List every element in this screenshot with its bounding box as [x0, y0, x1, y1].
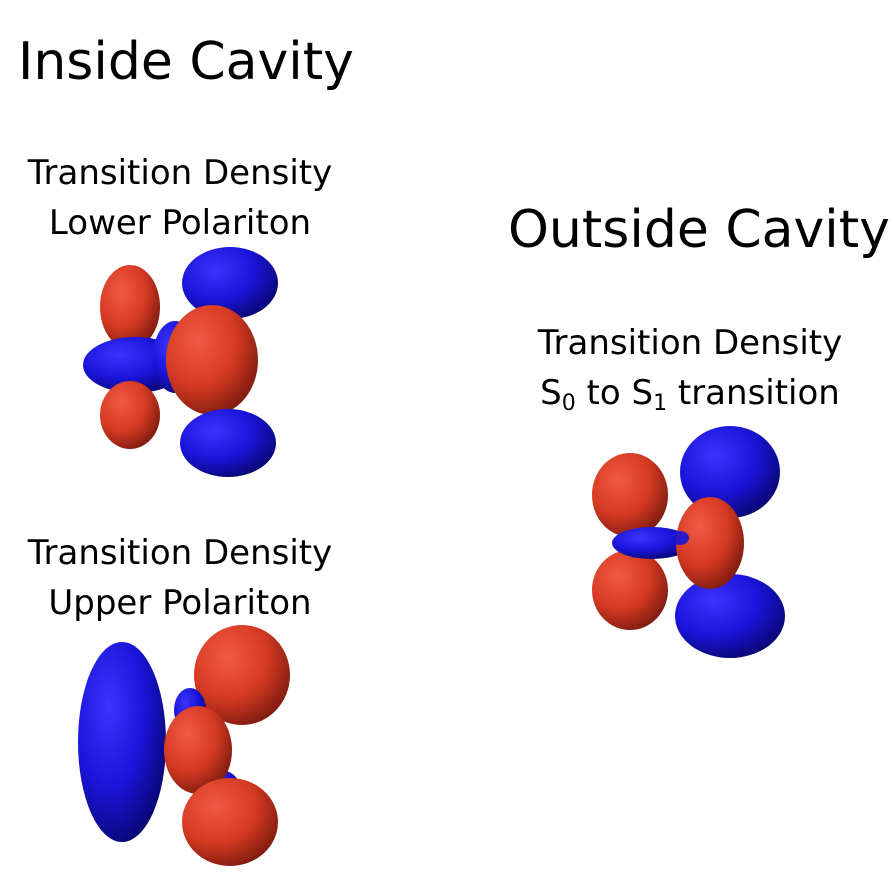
s0-s1-label-line1: Transition Density — [537, 323, 843, 363]
blue-lobe — [671, 531, 689, 545]
lower-polariton-label-line2: Lower Polariton — [48, 203, 312, 243]
blue-lobe — [675, 574, 785, 658]
upper-polariton-label: Transition Density Upper Polariton — [20, 528, 340, 628]
outside-cavity-heading: Outside Cavity — [508, 200, 890, 260]
blue-lobe — [182, 247, 278, 319]
red-lobe — [164, 706, 232, 794]
upper-polariton-label-line1: Transition Density — [27, 533, 333, 573]
lower-polariton-label: Transition Density Lower Polariton — [20, 148, 340, 248]
lower-polariton-isosurface — [83, 247, 278, 477]
red-lobe — [676, 497, 744, 589]
upper-polariton-label-line2: Upper Polariton — [48, 583, 312, 623]
lower-polariton-label-line1: Transition Density — [27, 153, 333, 193]
red-lobe — [166, 305, 258, 415]
s0-s1-transition-label: Transition Density S0 to S1 transition — [520, 318, 860, 418]
s1-subscript: 1 — [653, 391, 668, 416]
s0-s1-label-line2: S0 to S1 transition — [520, 368, 860, 418]
s0-s1-isosurface — [592, 426, 785, 658]
inside-cavity-heading: Inside Cavity — [18, 32, 354, 92]
red-lobe — [182, 778, 278, 866]
red-lobe — [194, 625, 290, 725]
s1-base: S — [631, 373, 654, 413]
blue-lobe — [180, 409, 276, 477]
blue-lobe — [680, 426, 780, 518]
red-lobe — [100, 265, 160, 349]
red-lobe — [100, 381, 160, 449]
to-word: to — [575, 373, 632, 413]
s0-base: S — [540, 373, 562, 413]
upper-polariton-isosurface — [78, 625, 290, 866]
transition-word: transition — [667, 373, 840, 413]
s0-subscript: 0 — [561, 391, 576, 416]
red-lobe — [592, 550, 668, 630]
blue-lobe — [78, 642, 166, 842]
red-lobe — [592, 453, 668, 537]
